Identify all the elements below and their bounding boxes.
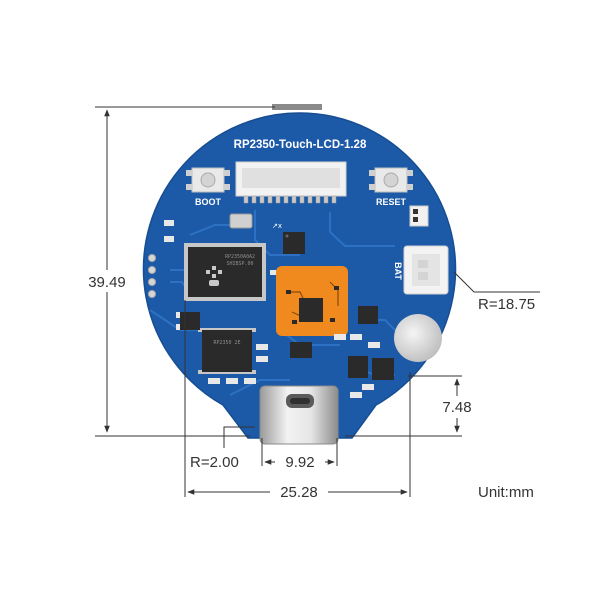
small-ic-4 [372, 358, 394, 380]
reset-label: RESET [376, 197, 407, 207]
mounting-pad [394, 314, 442, 362]
usb-height-label-bg [434, 396, 482, 418]
fpc-connector [235, 161, 347, 204]
imu-chip [283, 232, 305, 254]
board-radius-dimension: R=18.75 [478, 296, 535, 313]
battery-connector [403, 245, 449, 295]
small-ic-3 [348, 356, 368, 378]
boot-button [186, 167, 230, 193]
jumper-pads [409, 205, 429, 227]
unit-label: Unit:mm [478, 484, 534, 501]
reset-button [369, 167, 413, 193]
pcb-board: RP2350-Touch-LCD-1.28 BOOT [142, 104, 457, 445]
small-ic-1 [180, 312, 200, 330]
mcu-chip [184, 243, 266, 301]
top-edge-strip [272, 104, 322, 110]
usb-width-label-bg [275, 452, 325, 472]
mcu-marking-1: RP2350A0A2 [225, 254, 255, 260]
corner-radius-dimension: R=2.00 [190, 454, 239, 471]
small-components-right [208, 334, 380, 398]
power-chip-marking: RP2350 2E [213, 340, 240, 346]
small-ic-2 [290, 342, 312, 358]
usb-height-dimension: 7.48 [442, 399, 471, 416]
orange-module [276, 266, 348, 336]
full-width-label-bg [270, 482, 328, 502]
usb-width-dimension: 9.92 [285, 454, 314, 471]
full-width-dimension: 25.28 [280, 484, 318, 501]
axis-marks: ↗x [272, 222, 282, 230]
side-pads-left [148, 254, 156, 298]
power-chip [198, 328, 256, 374]
crystal [229, 213, 253, 229]
board-title-silkscreen: RP2350-Touch-LCD-1.28 [234, 139, 367, 151]
bat-label: BAT [393, 262, 403, 280]
small-ic-5 [358, 306, 378, 324]
height-dimension: 39.49 [88, 274, 126, 291]
usb-c-connector [259, 385, 339, 445]
boot-label: BOOT [195, 197, 222, 207]
mcu-marking-2: SHIBSP.00 [226, 261, 253, 267]
height-label-bg [80, 270, 134, 292]
